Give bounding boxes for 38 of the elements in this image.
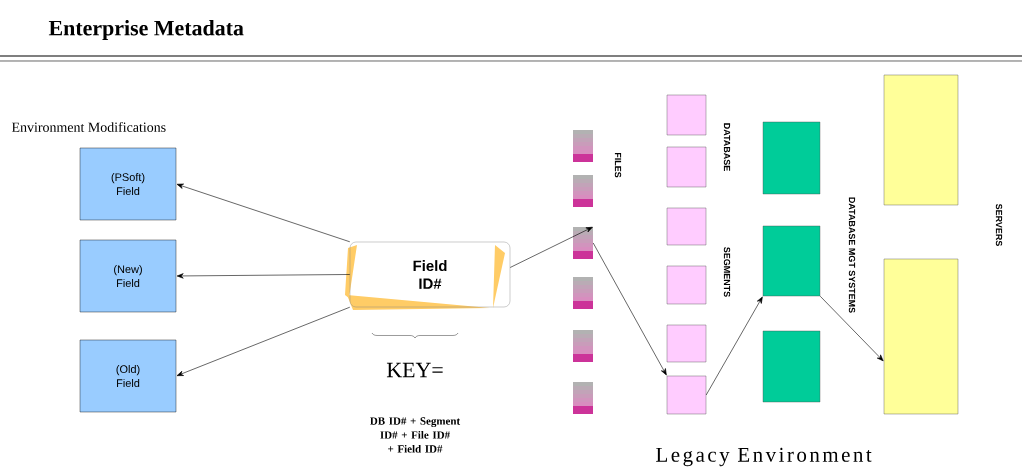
arrow [176,306,351,376]
storage-box [666,94,707,136]
arrow [819,295,884,362]
storage-box [666,207,707,246]
file-bar [573,277,593,309]
file-bar [573,330,593,362]
section-label: Legacy Environment [656,447,872,467]
vertical-label: DATABASE [723,123,731,171]
title: Enterprise Metadata [48,20,244,40]
scroll-box: Field ID# [345,241,511,310]
storage-box [762,225,821,297]
field-box: (New) Field [79,239,177,313]
key-formula: DB ID# + Segment ID# + File ID# + Field ID# [370,417,461,453]
storage-box [666,146,707,188]
storage-box [883,74,959,206]
field-box: (PSoft) Field [79,147,177,221]
storage-box [666,265,707,305]
vertical-label: SERVERS [995,203,1003,246]
vertical-label: SEGMENTS [723,247,731,297]
key-label: KEY= [386,362,443,378]
storage-box [762,330,821,403]
field-box: (Old) Field [79,339,177,413]
arrow [176,183,351,243]
section-label: Environment Modifications [11,122,166,132]
file-bar [573,382,593,414]
file-bar [573,175,593,207]
arrow [176,273,351,279]
file-bar [573,130,593,162]
arrow [509,226,593,268]
vertical-label: DATABASE MGT SYSTEMS [848,197,856,313]
storage-box [883,258,959,415]
storage-box [666,324,707,363]
arrow [592,242,667,376]
storage-box [666,375,707,415]
vertical-label: FILES [614,152,622,178]
file-bar [573,227,593,259]
arrow [705,296,763,396]
storage-box [762,121,821,195]
